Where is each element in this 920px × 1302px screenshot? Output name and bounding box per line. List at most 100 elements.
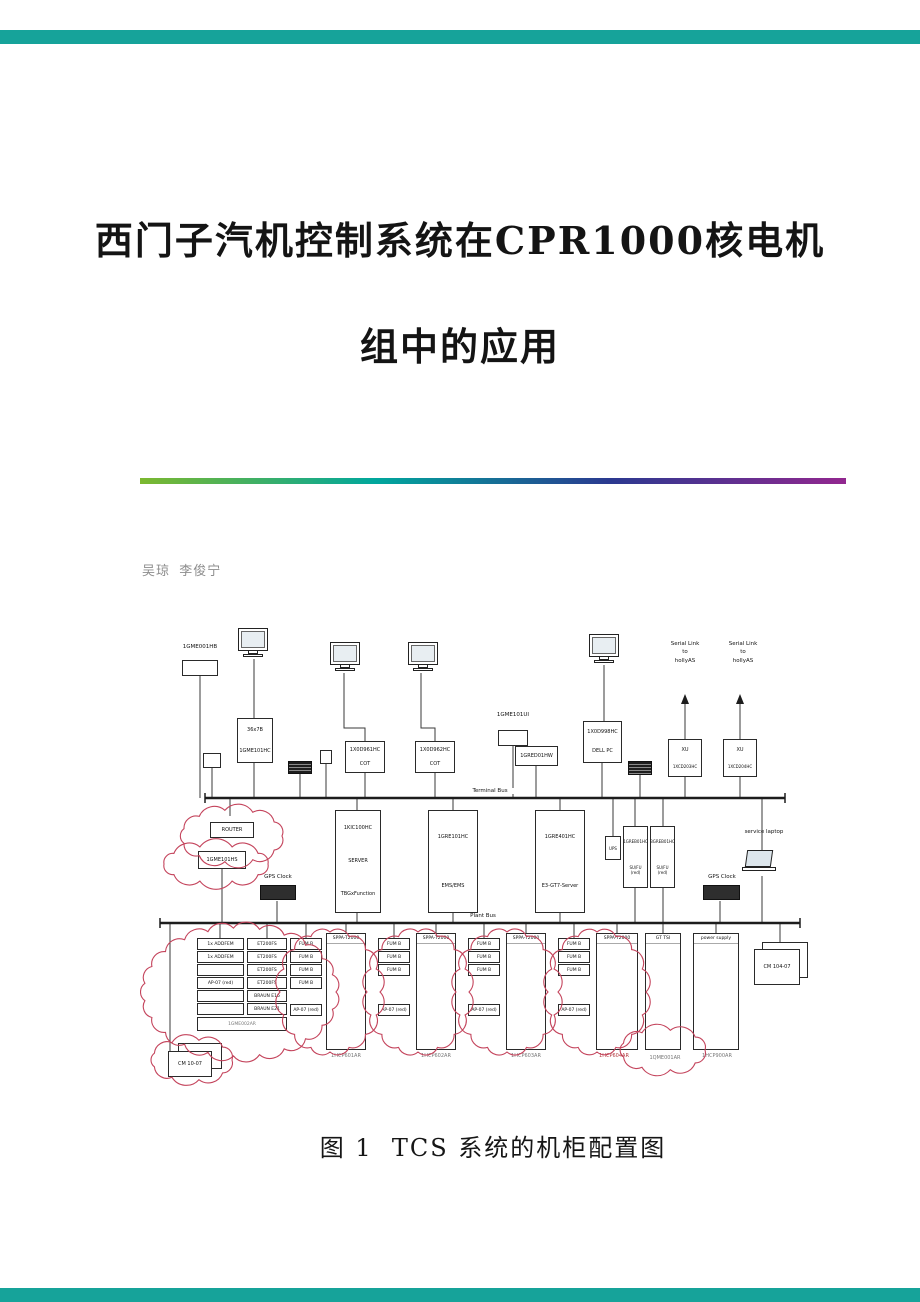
serial-link-text: Serial Link [728, 641, 758, 647]
serial-link-to: to [682, 649, 688, 656]
row-label: AP-07 (red) [561, 1007, 587, 1013]
cabinet-row: 1x ADDFEM [197, 938, 244, 950]
box-line: SERVER [348, 858, 368, 865]
top-accent-bar [0, 30, 920, 44]
box-line: CM 104-07 [763, 963, 791, 970]
cabinet-row: FUM B [378, 951, 410, 963]
box-line: UPS [609, 845, 617, 851]
box-line: 1XCD203HC [672, 764, 698, 770]
cabinet-row: 1x ADDFEM [197, 951, 244, 963]
cabinet-row: AP-07 (red) [558, 1004, 590, 1016]
box-1gme101hs: 1GME101HS [198, 851, 246, 869]
box-line: SU/FU (red) [629, 865, 642, 876]
box-server-1kic100hc: 1KIC100HC SERVER TBGxFunction [335, 810, 381, 913]
cabinet-row: AP-07 (red) [197, 977, 244, 989]
monitor-neck [599, 657, 609, 660]
cabinet-row: ET200FS [247, 964, 287, 976]
row-label: FUM B [386, 954, 402, 960]
box-line: DELL PC [592, 748, 613, 755]
serial-link-text: Serial Link [670, 641, 700, 647]
row-label: FUM B [476, 941, 492, 947]
monitor-base [243, 654, 263, 657]
cabinet-row: FUM B [468, 964, 500, 976]
row-label: ET200FS [257, 980, 277, 986]
box-line: 1KIC100HC [343, 825, 373, 832]
keyboard-device-icon [498, 730, 528, 746]
box-router: ROUTER [210, 822, 254, 838]
cabinet-row [197, 1003, 244, 1015]
box-line: 1GRE101HC [437, 833, 469, 840]
cabinet-row: FUM B [290, 951, 322, 963]
row-label: AP-07 (red) [293, 1007, 319, 1013]
box-line: 1X0D961HC [349, 746, 381, 753]
cabinet-row [197, 990, 244, 1002]
box-1gre101hc: 1GRE101HC EMS/EMS [428, 810, 478, 913]
cabinet-row: FUM B [290, 977, 322, 989]
box-line: TBGxFunction [340, 891, 376, 898]
monitor-screen [408, 642, 438, 665]
label-serial-link-1: Serial Link to hollyAS [656, 640, 714, 665]
cabinet-row: FUM B [378, 938, 410, 950]
monitor-icon [589, 634, 619, 663]
cabinet-row [197, 964, 244, 976]
box-line: 1GRED01HW [520, 752, 553, 759]
row-label: FUM B [476, 954, 492, 960]
cabinet-gt-tsi: GT TSI [645, 933, 681, 1050]
cabinet-row: ET200FS [247, 977, 287, 989]
serial-link-hollyas: hollyAS [732, 657, 754, 664]
row-label: FUM B [298, 954, 314, 960]
cabinet-row: FUM B [558, 938, 590, 950]
cabinet-row: FUM B [378, 964, 410, 976]
box-line: ROUTER [221, 826, 243, 833]
box-xu-1: XU 1XCD203HC [668, 739, 702, 777]
cabinet-row: BRAUN E16 [247, 990, 287, 1002]
label-serial-link-2: Serial Link to hollyAS [714, 640, 772, 665]
cabinet-sppa-4: SPPA-T2000 [596, 933, 638, 1050]
box-line: XU [736, 746, 744, 753]
serial-link-to: to [740, 649, 746, 656]
monitor-screen [330, 642, 360, 665]
box-line: 36x7B [247, 727, 263, 734]
row-label: ET200FS [257, 941, 277, 947]
cabinet-sppa-3: SPPA-T2000 [506, 933, 546, 1050]
row-label: FUM B [298, 941, 314, 947]
monitor-neck [248, 651, 258, 654]
gps-clock-label-right: GPS Clock [708, 874, 736, 880]
cabinet-row: ET200FS [247, 938, 287, 950]
cabinet-label: SPPA-T2000 [597, 934, 637, 945]
monitor-icon [238, 628, 268, 657]
cabinet-label: GT TSI [646, 934, 680, 945]
network-device-icon [628, 761, 652, 775]
gradient-divider [140, 478, 846, 484]
row-label: FUM B [566, 954, 582, 960]
cabinet-row: 1GME002AR [197, 1017, 287, 1031]
row-label: FUM B [566, 941, 582, 947]
document-title-line1: 西门子汽机控制系统在CPR1000核电机 [94, 218, 826, 263]
label-1gme001hb: 1GME001HB [182, 644, 218, 650]
box-line: XU [681, 746, 689, 753]
cabinet-label: SPPA-T2000 [417, 934, 455, 945]
box-line: COT [429, 760, 441, 767]
box-line: SU/FU (red) [656, 865, 669, 876]
cabinet-row: FUM B [558, 964, 590, 976]
row-label: 1GME002AR [228, 1021, 256, 1027]
cabinet-row: FUM B [290, 964, 322, 976]
row-label: BRAUN E16 [254, 993, 280, 999]
cabinet-id-label: 1HCP602AR [421, 1053, 451, 1059]
plant-bus-label: Plant Bus [458, 913, 508, 919]
figure-caption: 图 1 TCS 系统的机柜配置图 [319, 1134, 667, 1162]
cabinet-row: FUM B [558, 951, 590, 963]
box-sufu-2: 3GREB01HC SU/FU (red) [650, 826, 675, 888]
cabinet-label: SPPA-T2000 [327, 934, 365, 945]
box-cm104-front: CM 104-07 [754, 949, 800, 985]
connector-device-icon [320, 750, 332, 764]
row-label: BRAUN E21 [254, 1006, 280, 1012]
row-label: FUM B [566, 967, 582, 973]
monitor-screen-inner [411, 645, 435, 662]
document-title-line2: 组中的应用 [359, 324, 560, 369]
terminal-bus-label: Terminal Bus [458, 788, 522, 794]
gps-clock-label-left: GPS Clock [264, 874, 292, 880]
row-label: ET200FS [257, 954, 277, 960]
cabinet-row: AP-07 (red) [290, 1004, 322, 1016]
